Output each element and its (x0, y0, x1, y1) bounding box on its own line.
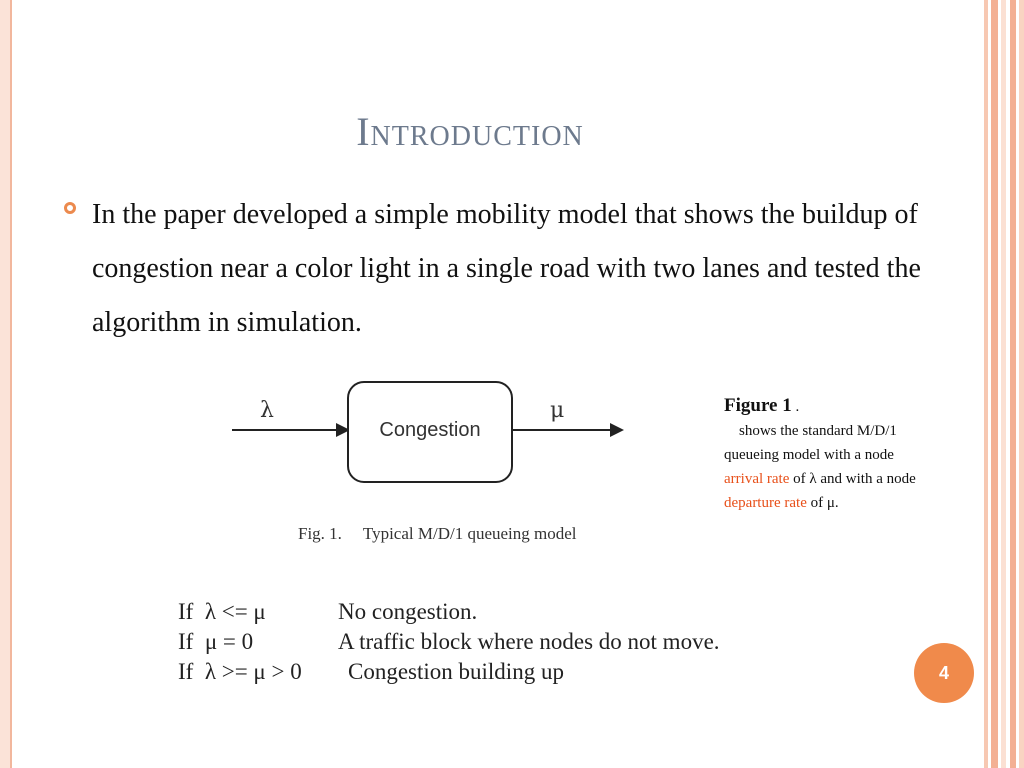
figure-description: Figure 1 . shows the standard M/D/1 queu… (724, 394, 924, 515)
rule-condition: If λ <= μ (178, 599, 266, 624)
slide-title: Introduction (356, 109, 584, 154)
congestion-box (347, 381, 513, 483)
rule-row: If λ <= μ No congestion. (178, 597, 720, 627)
figure-desc-part3: of μ. (806, 495, 839, 511)
left-border (0, 0, 10, 768)
output-arrowhead (610, 423, 624, 437)
figure-caption: Fig. 1. Typical M/D/1 queueing model (298, 524, 577, 543)
congestion-rules: If λ <= μ No congestion. If μ = 0 A traf… (178, 597, 720, 687)
page-number-badge: 4 (914, 643, 974, 703)
bullet-text: In the paper developed a simple mobility… (92, 199, 921, 338)
rule-row: If λ >= μ > 0 Congestion building up (178, 657, 720, 687)
queueing-diagram: λ Congestion μ Fig. 1. Typical M/D/1 que… (232, 381, 624, 543)
departure-rate-text: departure rate (724, 495, 807, 511)
figure-label: Figure 1 (724, 395, 792, 416)
rule-row: If μ = 0 A traffic block where nodes do … (178, 627, 720, 657)
figure-desc-part2: of λ and with a node (789, 471, 916, 487)
rule-result: Congestion building up (348, 659, 564, 684)
figure-label-suffix: . (791, 399, 800, 415)
figure-desc-part1: shows the standard M/D/1 queueing model … (724, 423, 897, 463)
lambda-label: λ (260, 398, 274, 423)
mu-label: μ (550, 398, 564, 423)
rule-condition: If λ >= μ > 0 (178, 659, 302, 684)
input-arrowhead (336, 423, 350, 437)
left-border-line (10, 0, 12, 768)
rule-condition: If μ = 0 (178, 629, 254, 654)
rule-result: A traffic block where nodes do not move. (338, 629, 720, 654)
arrival-rate-text: arrival rate (724, 471, 790, 487)
rule-result: No congestion. (338, 599, 478, 624)
right-decorative-stripes (980, 0, 1024, 768)
congestion-label: Congestion (379, 419, 480, 441)
bullet-icon (64, 202, 76, 214)
